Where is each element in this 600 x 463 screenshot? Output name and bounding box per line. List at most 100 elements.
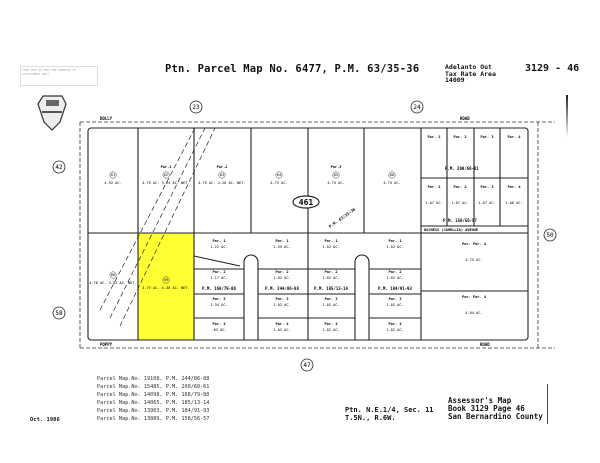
parcel-par: Par. 2 [454,135,467,139]
assessor-line: San Bernardino County [448,412,543,422]
parcel-label[interactable]: Par. 41.02 AC. [386,322,403,332]
section-circle: 23 [192,104,200,111]
parcel-label[interactable]: Par. 4 .83 AC. [211,322,226,332]
parcel-acres: 1.07 AC. [425,201,442,205]
parcel-label[interactable]: 604.78 AC. 3.52 AC. NET. [89,271,137,285]
plat-ref: P.M. 63/35-36 [328,206,357,228]
parcel-label[interactable]: Par. 4 [508,135,521,139]
parcel-apn: 65 [334,173,338,177]
parcel-label[interactable]: 614.92 AC. [104,171,122,185]
parcel-label[interactable]: Par. 2 [454,135,467,139]
plat-ref: P.M. 200/60-61 [445,166,479,171]
parcel-label[interactable]: Par. 41.02 AC. [273,322,290,332]
parcel-label[interactable]: Par.3 65 4.75 AC. [327,165,344,185]
plat-ref: P.M. 158/56-57 [443,218,477,223]
parcel-par: Par. 2 [454,185,467,189]
parcel-label[interactable]: 664.75 AC. [383,171,401,185]
parcel-acres: 1.17 AC. [210,276,227,280]
disclaimer-box: THIS MAP IS FOR THE PURPOSE OF ASSESSMEN… [20,66,98,86]
parcel-apn: 59 [164,278,168,282]
parcel-par: Par.3 [331,165,342,169]
parcel-label[interactable]: Par. Par. 44.75 AC. [462,242,486,262]
road-label: DOLLY [100,116,113,121]
assessor-line: Assessor's Map [448,396,512,405]
parcel-label[interactable]: Par. 41.08 AC. [505,185,522,205]
parcel-label[interactable]: Par. 31.34 AC. [210,297,227,307]
parcel-label[interactable]: Par. 21.02 AC. [322,270,339,280]
parcel-map-ref: Parcel Map No. 13903, P.M. 184/91-93 [97,408,210,414]
assessor-map-info: Assessor's Map Book 3129 Page 46 San Ber… [448,396,543,422]
parcel-label[interactable]: Par. 31.07 AC. [478,185,495,205]
parcel-label[interactable]: Par. 1 1.02 AC. [322,239,339,249]
parcel-apn: 61 [111,173,115,177]
parcel-apn: 60 [111,273,115,277]
parcel-label[interactable]: Par. 3 1.02 AC. [386,297,403,307]
apn-circle [162,276,170,284]
parcel-label[interactable]: Par. 3 1.02 AC. [273,297,290,307]
parcel-label[interactable]: Par. 3 [481,135,494,139]
map-date: Oct. 1986 [30,417,60,423]
apn-circle [109,271,117,279]
apn-circle [332,171,340,179]
parcel-par: Par. Par. 4 [462,295,486,299]
apn-circle [109,171,117,179]
parcel-label[interactable]: Par. 21.02 AC. [386,270,403,280]
parcel-acres: 4.04 AC. [465,311,482,315]
parcel-par: Par. 4 [213,322,226,326]
parcel-par: Par. 1 [213,239,226,243]
parcel-par: Par. 1 [428,135,441,139]
block-number: 461 [299,198,314,207]
parcel-acres: 1.02 AC. [322,245,339,249]
parcel-par: Par. 3 [389,297,402,301]
parcel-par: Par. 2 [389,270,402,274]
parcel-label[interactable]: Par. 2 1.02 AC. [273,270,290,280]
section-circle: 24 [413,104,421,111]
parcel-acres: 4.75 AC. 3.64 AC. NET. [142,181,190,185]
parcel-label[interactable]: Par. 11.02 AC. [386,239,403,249]
parcel-label[interactable]: Par. 11.22 AC. [210,239,227,249]
parcel-acres: 1.02 AC. [273,276,290,280]
parcel-par: Par.1 [161,165,172,169]
parcel-label[interactable]: 644.75 AC. [270,171,288,185]
parcel-label[interactable]: Par. 4 1.02 AC. [322,322,339,332]
road-label: DUCHESS (CAMELLIA) AVENUE [424,228,478,232]
book-page-number: 3129 - 46 [525,63,580,74]
apn-circle [275,171,283,179]
assessor-line: Book 3129 Page 46 [448,404,525,414]
plat-ref: P.M. 168/79-80 [202,286,236,291]
parcel-acres: 1.02 AC. [386,303,403,307]
parcel-acres: .83 AC. [211,328,226,332]
parcel-label[interactable]: Par. 21.17 AC. [210,270,227,280]
parcel-label[interactable]: Par. Par. 4 4.04 AC. [462,295,486,315]
parcel-acres: 1.02 AC. [322,328,339,332]
tax-rate-area: Adelanto Out Tax Rate Area 14009 [445,64,496,84]
parcel-label[interactable]: Par. 1 [428,135,441,139]
parcel-map-ref: Parcel Map No. 13889, P.M. 158/56-57 [97,416,210,422]
road-label: ROAD [480,342,490,347]
parcel-acres: 4.75 AC. [327,181,344,185]
apn-circle [388,171,396,179]
parcel-par: Par. 4 [325,322,338,326]
parcel-par: Par. Par. 4 [462,242,486,246]
parcel-label[interactable]: Par. 31.02 AC. [322,297,339,307]
section-line: T.5N., R.6W. [345,414,396,422]
parcel-par: Par. 4 [389,322,402,326]
parcel-acres: 1.02 AC. [273,303,290,307]
parcel-label[interactable]: Par. 21.07 AC. [451,185,468,205]
parcel-label[interactable]: 594.75 AC. 4.30 AC. NET. [142,276,190,290]
parcel-label[interactable]: Par. 11.07 AC. [425,185,442,205]
parcel-apn: 64 [277,173,281,177]
parcel-par: Par. 3 [481,135,494,139]
section-circle: 58 [55,310,63,317]
parcel-par: Par. 1 [325,239,338,243]
parcel-label[interactable]: Par. 11.55 AC. [273,239,290,249]
parcel-par: Par. 2 [276,270,289,274]
tra-line: Adelanto Out [445,63,492,71]
parcel-map-ref: Parcel Map No. 14098, P.M. 168/79-80 [97,392,210,398]
parcel-par: Par. 4 [276,322,289,326]
parcel-par: Par. 3 [276,297,289,301]
